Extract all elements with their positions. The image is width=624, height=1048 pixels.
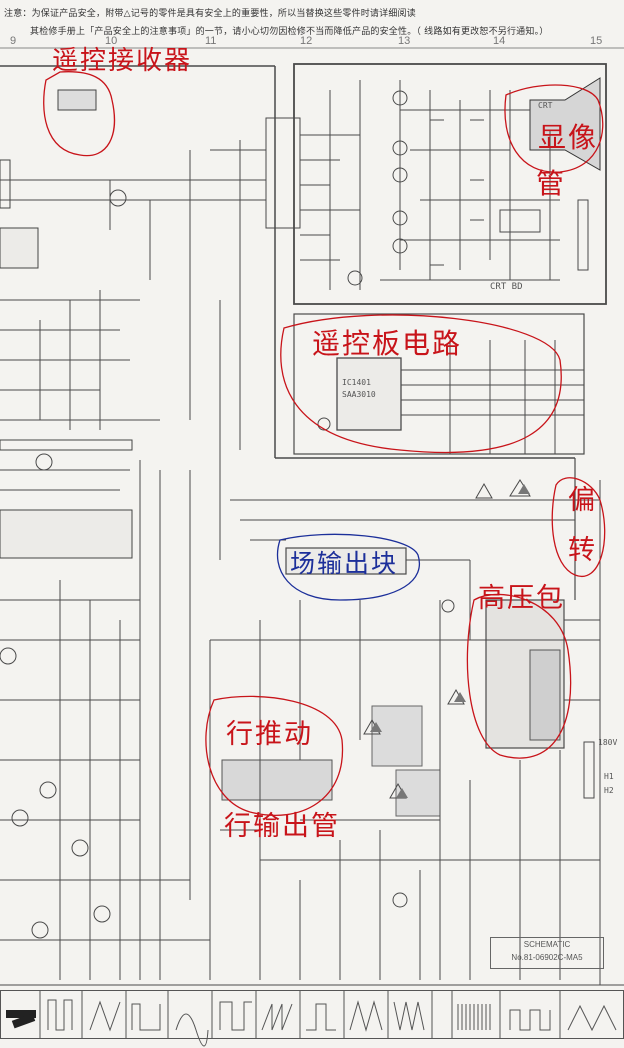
annotation-flyback: 高压包 <box>478 583 565 614</box>
title-block-line-1: SCHEMATIC <box>523 940 571 949</box>
crt-board-label: CRT BD <box>490 282 523 292</box>
column-number: 15 <box>590 35 603 47</box>
annotation-remote-board: 遥控板电路 <box>312 327 463 360</box>
column-number: 9 <box>10 35 17 47</box>
h1-label: H1 <box>604 772 614 781</box>
schematic-title-block: SCHEMATIC No.81-06902C-MA5 <box>490 937 604 969</box>
annotation-vertical-output: 场输出块 <box>290 549 399 578</box>
annotation-horizontal-output: 行输出管 <box>224 811 340 842</box>
ic-part-label: SAA3010 <box>342 390 376 399</box>
safety-notice-line-1: 注意：为保证产品安全，附带△记号的零件是具有安全上的重要性，所以当替换这些零件时… <box>4 9 416 19</box>
column-number: 10 <box>105 35 118 47</box>
h2-label: H2 <box>604 786 614 795</box>
column-number: 12 <box>300 35 313 47</box>
annotation-deflection: 偏 <box>568 485 597 516</box>
annotation-deflection-yoke: 转 <box>568 535 597 566</box>
safety-notice-line-2: 其检修手册上「产品安全上的注意事项」的一节，请小心切勿因检修不当而降低产品的安全… <box>30 27 549 37</box>
annotation-crt-display: 显像 <box>538 121 599 154</box>
waveform-strip <box>0 990 624 1047</box>
column-number: 13 <box>398 35 411 47</box>
column-number: 14 <box>493 35 506 47</box>
voltage-label: 180V <box>598 738 618 747</box>
annotation-horizontal-drive: 行推动 <box>226 719 313 750</box>
annotation-crt-display-tube: 管 <box>536 167 567 200</box>
column-number: 11 <box>205 35 217 47</box>
title-block-line-2: No.81-06902C-MA5 <box>511 953 583 962</box>
ic-name-label: IC1401 <box>342 378 371 387</box>
annotation-remote-receiver: 遥控接收器 <box>52 46 193 76</box>
crt-label: CRT <box>538 101 553 110</box>
